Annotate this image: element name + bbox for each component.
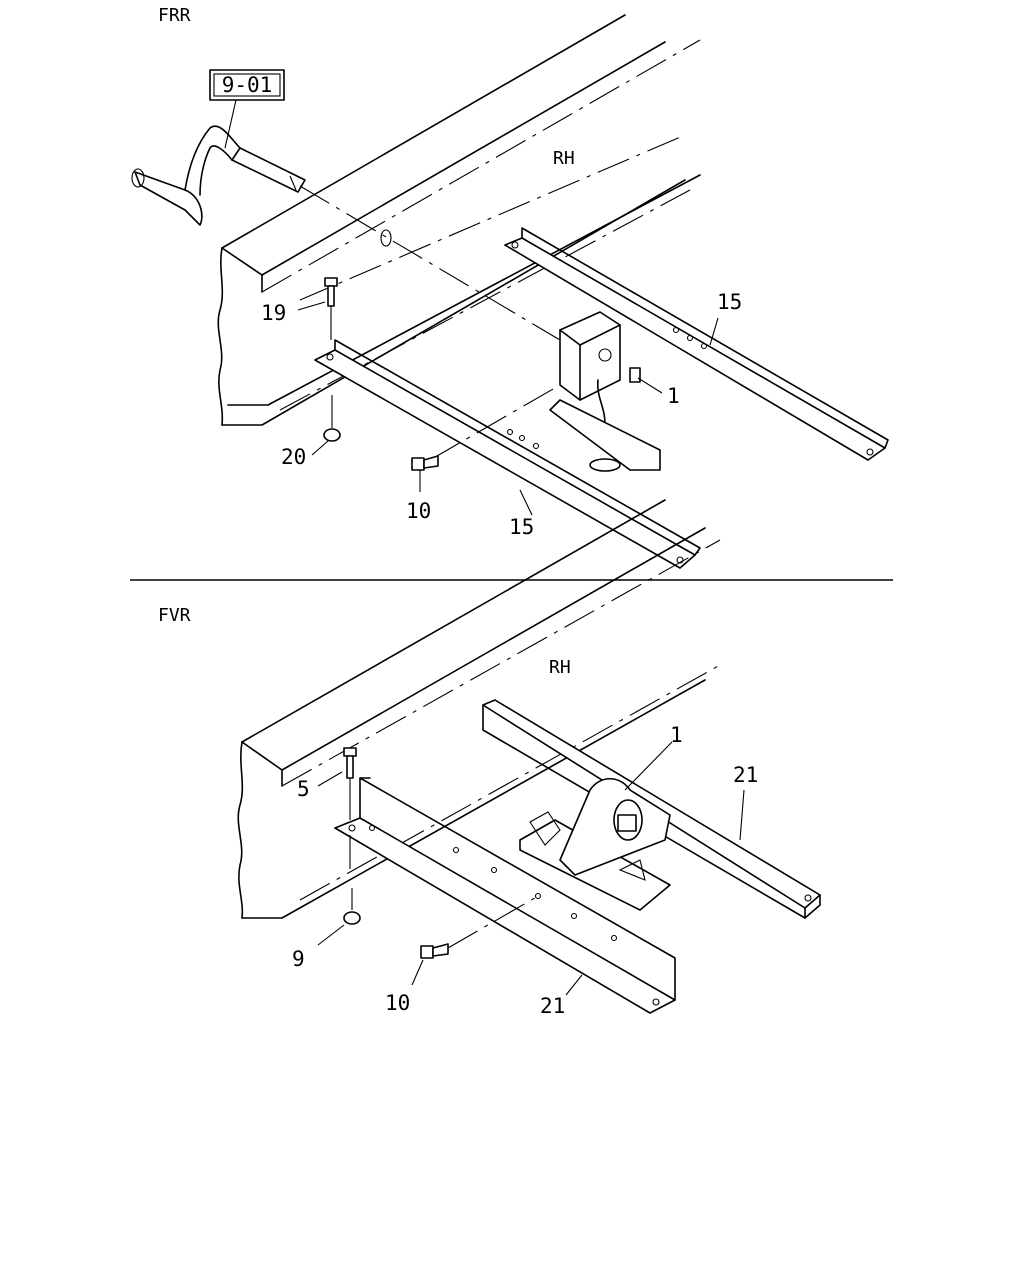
nut-20	[323, 395, 341, 442]
callout-21-front: 21	[540, 994, 565, 1018]
callout-1-top: 1	[667, 384, 680, 408]
nut-9	[343, 888, 361, 925]
ref-box-label: 9-01	[222, 73, 273, 97]
callout-15-rear: 15	[717, 290, 742, 314]
bolt-10-top	[411, 455, 439, 471]
callout-20: 20	[281, 445, 306, 469]
angle-iron-rear	[504, 227, 889, 461]
frame-rail-top	[217, 14, 701, 426]
callout-10-bottom: 10	[385, 991, 410, 1015]
angle-iron-front	[314, 339, 701, 569]
frame-rail-bottom	[237, 499, 721, 919]
bolt-10-bottom	[420, 894, 541, 959]
top-section: 9-01	[131, 5, 889, 569]
variant-label-top: FRR	[158, 5, 191, 26]
spare-tire-winch	[429, 311, 661, 472]
spare-tire-winch-fvr	[519, 777, 671, 911]
callout-10-top: 10	[406, 499, 431, 523]
side-label-top: RH	[553, 148, 575, 169]
callout-21-rear: 21	[733, 763, 758, 787]
callout-5: 5	[297, 777, 310, 801]
variant-label-bottom: FVR	[158, 605, 191, 626]
callout-15-front: 15	[509, 515, 534, 539]
bolt-5	[343, 747, 357, 870]
callout-9: 9	[292, 947, 305, 971]
side-label-bottom: RH	[549, 657, 571, 678]
callout-1-bottom: 1	[670, 723, 683, 747]
crank-handle	[131, 125, 561, 341]
bolt-19	[324, 277, 338, 345]
bottom-section: FVR RH 5 9 10 21 21 1	[158, 499, 821, 1018]
ref-box-9-01: 9-01	[209, 69, 285, 149]
callout-19: 19	[261, 301, 286, 325]
